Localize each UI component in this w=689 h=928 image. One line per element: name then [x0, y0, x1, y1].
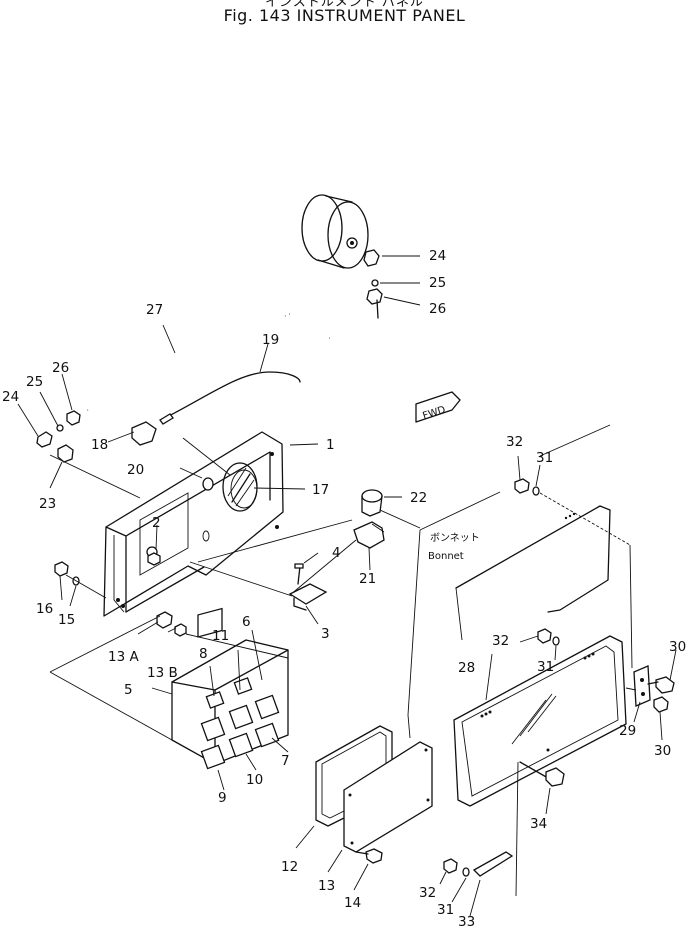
callout-label: 14: [344, 895, 361, 911]
callout-label: 29: [619, 723, 636, 739]
window-bracket-drawing: [625, 649, 677, 741]
callout-label: 13: [318, 878, 335, 894]
forward-arrow-icon: FWD: [415, 391, 461, 423]
callout-labels: 24 25 26 27 19 26 25 24 18 1 20 17 23 2 …: [2, 248, 686, 928]
wire-drawing: [159, 343, 301, 425]
callout-label: 21: [359, 571, 376, 587]
bolt-34-drawing: [515, 761, 565, 897]
callout-label: 19: [262, 332, 279, 348]
callout-label: 24: [429, 248, 446, 264]
window-glass-drawing: [453, 635, 627, 807]
callout-label: 4: [332, 545, 341, 561]
callout-label: 32: [506, 434, 523, 450]
callout-label: 3: [321, 626, 330, 642]
bottom-nut-washer-drawing: [439, 851, 514, 917]
callout-label: 25: [429, 275, 446, 291]
callout-label: 30: [669, 639, 686, 655]
callout-label: 25: [26, 374, 43, 390]
callout-label: 33: [458, 914, 475, 928]
callout-label: 13 B: [147, 665, 178, 681]
bracket-drawing: [189, 552, 328, 625]
bonnet-label: Bonnet: [428, 551, 464, 562]
figure-title: Fig. 143 INSTRUMENT PANEL: [223, 6, 466, 25]
callout-label: 16: [36, 601, 53, 617]
callout-label: 20: [127, 462, 144, 478]
callout-label: 8: [199, 646, 208, 662]
pressure-tube-drawing: [87, 299, 379, 411]
callout-label: 15: [58, 612, 75, 628]
callout-label: 11: [212, 628, 229, 644]
middle-nut-washer-drawing: [519, 628, 560, 661]
callout-label: 23: [39, 496, 56, 512]
connector-nuts-drawing: [137, 611, 187, 637]
nut-washer-drawing: [54, 561, 107, 607]
forward-arrow-label: FWD: [421, 404, 447, 422]
callout-label: 18: [91, 437, 108, 453]
gasket-plate-drawing: [295, 714, 433, 891]
instrument-panel-drawing: [49, 431, 319, 617]
callout-label: 26: [52, 360, 69, 376]
callout-label: 1: [326, 437, 335, 453]
callout-label: 10: [246, 772, 263, 788]
left-fittings-drawing: [17, 373, 157, 489]
switch-drawing: [197, 489, 402, 596]
bonnet-outline-drawing: ボンネット Bonnet: [379, 424, 611, 716]
callout-label: 24: [2, 389, 19, 405]
callout-label: 22: [410, 490, 427, 506]
callout-label: 32: [492, 633, 509, 649]
gauge-drawing: [301, 194, 369, 269]
callout-label: 7: [281, 753, 290, 769]
callout-label: 31: [537, 659, 554, 675]
bonnet-label-japanese: ボンネット: [430, 532, 480, 544]
upper-nut-washer-drawing: [514, 455, 633, 669]
callout-label: 6: [242, 614, 251, 630]
lamp-sockets: [200, 677, 280, 770]
callout-label: 32: [419, 885, 436, 901]
callout-label: 5: [124, 682, 133, 698]
callout-label: 17: [312, 482, 329, 498]
callout-label: 2: [152, 515, 161, 531]
callout-label: 31: [536, 450, 553, 466]
figure-title-japanese: インストルメント パネル: [265, 0, 424, 10]
callout-label: 26: [429, 301, 446, 317]
callout-label: 34: [530, 816, 547, 832]
bolt-2-drawing: [147, 524, 161, 566]
callout-label: 13 A: [108, 649, 139, 665]
callout-label: 12: [281, 859, 298, 875]
callout-label: 31: [437, 902, 454, 918]
warning-lamp-box-drawing: [49, 607, 289, 791]
callout-label: 30: [654, 743, 671, 759]
callout-label: 9: [218, 790, 227, 806]
callout-label: 28: [458, 660, 475, 676]
gauge-fittings-drawing: [363, 249, 421, 306]
callout-label: 27: [146, 302, 163, 318]
